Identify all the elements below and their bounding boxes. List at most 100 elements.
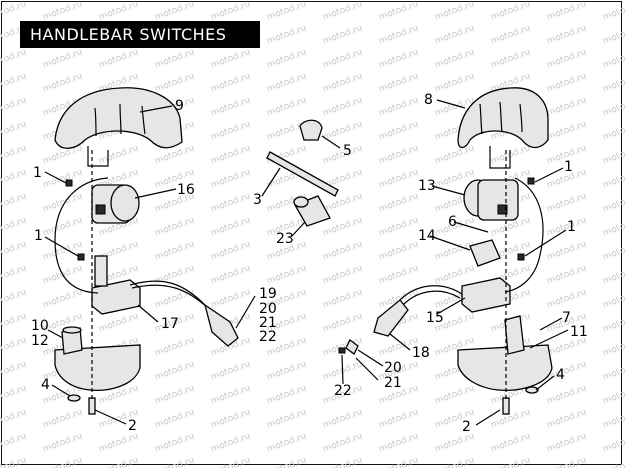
right-switch-module-15 (461, 277, 511, 313)
watermark-text: motod.ru (154, 215, 196, 239)
watermark-text: motod.ru (378, 167, 420, 191)
callout-20-label: 20 (259, 301, 277, 317)
watermark-text: motod.ru (546, 71, 588, 95)
page-title: HANDLEBAR SWITCHES (30, 25, 227, 44)
watermark-text: motod.ru (602, 263, 625, 287)
watermark-text: motod.ru (98, 143, 140, 167)
watermark-text: motod.ru (378, 239, 420, 263)
watermark-text: motod.ru (378, 143, 420, 167)
watermark-text: motod.ru (42, 191, 84, 215)
center-cable-tie-3 (266, 151, 339, 197)
watermark-text: motod.ru (42, 71, 84, 95)
watermark-text: motod.ru (210, 95, 252, 119)
watermark-text: motod.ru (378, 191, 420, 215)
watermark-text: motod.ru (0, 47, 28, 71)
callout-19-label: 19 (259, 286, 277, 302)
watermark-text: motod.ru (602, 23, 625, 47)
watermark-text: motod.ru (490, 0, 532, 23)
callout-5-label: 5 (343, 143, 352, 159)
watermark-text: motod.ru (434, 263, 476, 287)
watermark-text: motod.ru (42, 407, 84, 431)
callout-4-label: 4 (41, 377, 50, 393)
watermark-text: motod.ru (210, 455, 252, 468)
callout-17-label: 17 (161, 316, 179, 332)
left-harness (54, 177, 239, 347)
watermark-text: motod.ru (322, 47, 364, 71)
watermark-text: motod.ru (266, 359, 308, 383)
watermark-text: motod.ru (0, 407, 28, 431)
callout-3-label: 3 (253, 192, 262, 208)
center-sleeve-23 (293, 195, 331, 227)
watermark-text: motod.ru (0, 311, 28, 335)
watermark-text: motod.ru (378, 47, 420, 71)
watermark-text: motod.ru (434, 0, 476, 23)
callout-1-label: 1 (34, 228, 43, 244)
left-switch-module-16 (91, 184, 140, 224)
watermark-text: motod.ru (0, 431, 28, 455)
watermark-text: motod.ru (322, 287, 364, 311)
watermark-text: motod.ru (154, 239, 196, 263)
watermark-text: motod.ru (210, 119, 252, 143)
watermark-text: motod.ru (434, 71, 476, 95)
callout-1-label: 1 (564, 159, 573, 175)
watermark-text: motod.ru (602, 431, 625, 455)
right-fasteners (502, 150, 539, 415)
watermark-text: motod.ru (154, 287, 196, 311)
watermark-text: motod.ru (378, 455, 420, 468)
watermark-text: motod.ru (378, 431, 420, 455)
watermark-text: motod.ru (210, 263, 252, 287)
watermark-text: motod.ru (210, 239, 252, 263)
callout-1-label: 1 (567, 219, 576, 235)
callout-9-label: 9 (175, 98, 184, 114)
watermark-text: motod.ru (42, 215, 84, 239)
watermark-text: motod.ru (154, 359, 196, 383)
watermark-text: motod.ru (602, 143, 625, 167)
callout-6-label: 6 (448, 214, 457, 230)
watermark-text: motod.ru (266, 431, 308, 455)
center-clip-5 (299, 119, 323, 141)
watermark-text: motod.ru (546, 0, 588, 23)
watermark-text: motod.ru (602, 455, 625, 468)
watermark-text: motod.ru (322, 23, 364, 47)
watermark-text: motod.ru (98, 0, 140, 23)
watermark-text: motod.ru (602, 335, 625, 359)
callout-labels: 9 1 16 1 17 10 12 4 2 19 20 21 22 5 3 23… (31, 92, 588, 435)
callout-23-label: 23 (276, 231, 294, 247)
watermark-text: motod.ru (0, 0, 28, 23)
watermark-text: motod.ru (434, 455, 476, 468)
watermark-text: motod.ru (322, 431, 364, 455)
watermark-text: motod.ru (210, 431, 252, 455)
callout-21-label: 21 (384, 375, 402, 391)
watermark-text: motod.ru (266, 47, 308, 71)
callout-13-label: 13 (418, 178, 436, 194)
watermark-text: motod.ru (42, 455, 84, 468)
watermark-text: motod.ru (546, 23, 588, 47)
watermark-text: motod.ru (98, 431, 140, 455)
watermark-text: motod.ru (42, 0, 84, 23)
watermark-text: motod.ru (98, 47, 140, 71)
callout-4-label: 4 (556, 367, 565, 383)
watermark-text: motod.ru (0, 119, 28, 143)
watermark-text: motod.ru (0, 383, 28, 407)
watermark-text: motod.ru (602, 239, 625, 263)
watermark-text: motod.ru (210, 383, 252, 407)
watermark-text: motod.ru (0, 287, 28, 311)
watermark-text: motod.ru (0, 95, 28, 119)
right-switch-module-13 (463, 179, 519, 221)
watermark-text: motod.ru (0, 239, 28, 263)
watermark-text: motod.ru (210, 359, 252, 383)
watermark-text: motod.ru (378, 71, 420, 95)
watermark-text: motod.ru (210, 71, 252, 95)
watermark-text: motod.ru (546, 263, 588, 287)
watermark-text: motod.ru (546, 287, 588, 311)
watermark-text: motod.ru (154, 455, 196, 468)
watermark-text: motod.ru (602, 95, 625, 119)
watermark-text: motod.ru (322, 239, 364, 263)
watermark-text: motod.ru (546, 95, 588, 119)
watermark-text: motod.ru (42, 287, 84, 311)
left-switch-housing-lower (54, 326, 141, 391)
callout-16-label: 16 (177, 182, 195, 198)
watermark-text: motod.ru (322, 263, 364, 287)
